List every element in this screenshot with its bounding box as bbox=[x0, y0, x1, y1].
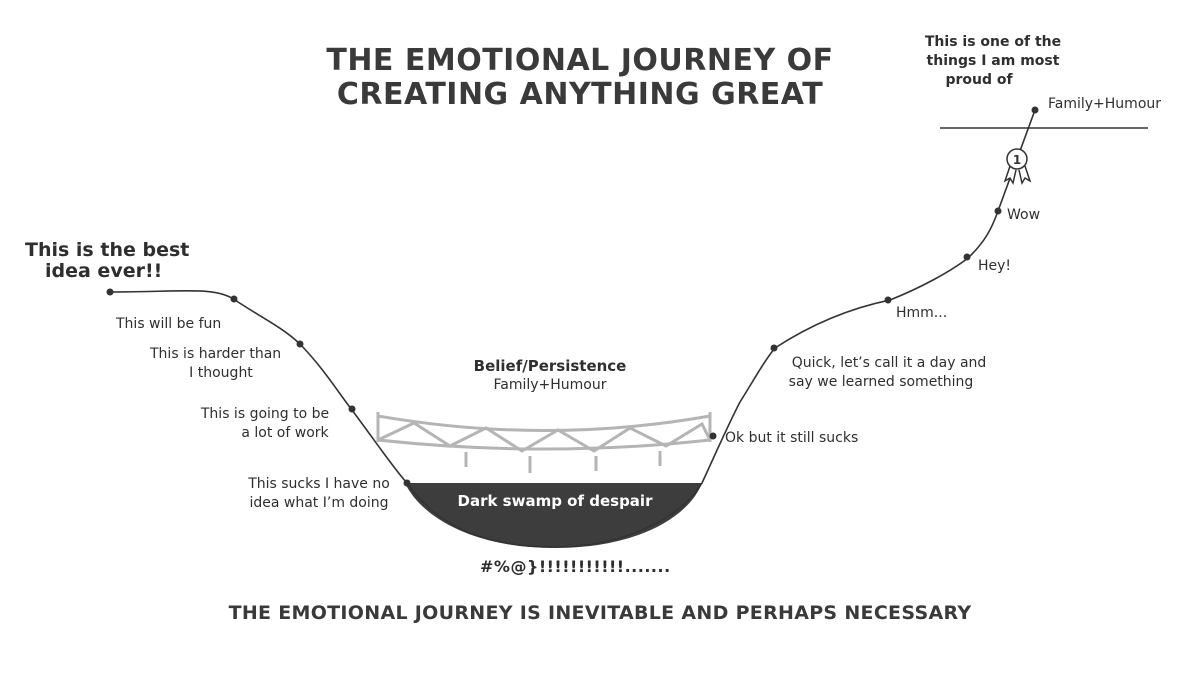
peak-label: This is one of the things I am most prou… bbox=[924, 34, 1062, 88]
dot-sucks bbox=[403, 479, 411, 487]
dot-wow bbox=[994, 207, 1002, 215]
swamp-label: Dark swamp of despair bbox=[457, 492, 653, 510]
peak-sublabel: Family+Humour bbox=[1048, 96, 1162, 112]
stage-dots bbox=[106, 106, 1039, 487]
stage-hmm: Hmm... bbox=[896, 305, 948, 321]
dot-work bbox=[348, 405, 356, 413]
page-title: THE EMOTIONAL JOURNEY OF CREATING ANYTHI… bbox=[0, 44, 1160, 112]
dot-hey bbox=[963, 253, 971, 261]
dark-swamp bbox=[405, 483, 702, 548]
dot-quick bbox=[770, 344, 778, 352]
bridge bbox=[376, 412, 712, 473]
title-line-2: CREATING ANYTHING GREAT bbox=[336, 77, 824, 112]
dot-still-sucks bbox=[709, 432, 717, 440]
dot-peak bbox=[1031, 106, 1039, 114]
bridge-truss bbox=[377, 421, 712, 453]
stage-lot-of-work: This is going to be a lot of work bbox=[200, 406, 330, 441]
stage-wow: Wow bbox=[1007, 207, 1041, 223]
stage-harder-than-thought: This is harder than I thought bbox=[150, 346, 282, 381]
dot-fun bbox=[230, 295, 238, 303]
medal-icon bbox=[1003, 148, 1032, 185]
stage-call-it-a-day: Quick, let’s call it a day and say we le… bbox=[788, 355, 987, 390]
dot-harder bbox=[296, 340, 304, 348]
stage-still-sucks: Ok but it still sucks bbox=[725, 430, 859, 446]
cursing-text: #%@}!!!!!!!!!!!....... bbox=[480, 557, 671, 576]
start-label: This is the best idea ever!! bbox=[25, 239, 190, 282]
stage-hey: Hey! bbox=[978, 258, 1012, 274]
dot-hmm bbox=[884, 296, 892, 304]
footer-caption: THE EMOTIONAL JOURNEY IS INEVITABLE AND … bbox=[228, 602, 972, 624]
title-line-1: THE EMOTIONAL JOURNEY OF bbox=[326, 43, 834, 78]
stage-no-idea: This sucks I have no idea what I’m doing bbox=[248, 476, 390, 511]
medal-number: 1 bbox=[1013, 153, 1021, 167]
stage-this-will-be-fun: This will be fun bbox=[116, 316, 222, 332]
bridge-top-rail bbox=[377, 414, 711, 432]
dot-start bbox=[106, 288, 114, 296]
bridge-label: Belief/Persistence Family+Humour bbox=[473, 357, 627, 393]
